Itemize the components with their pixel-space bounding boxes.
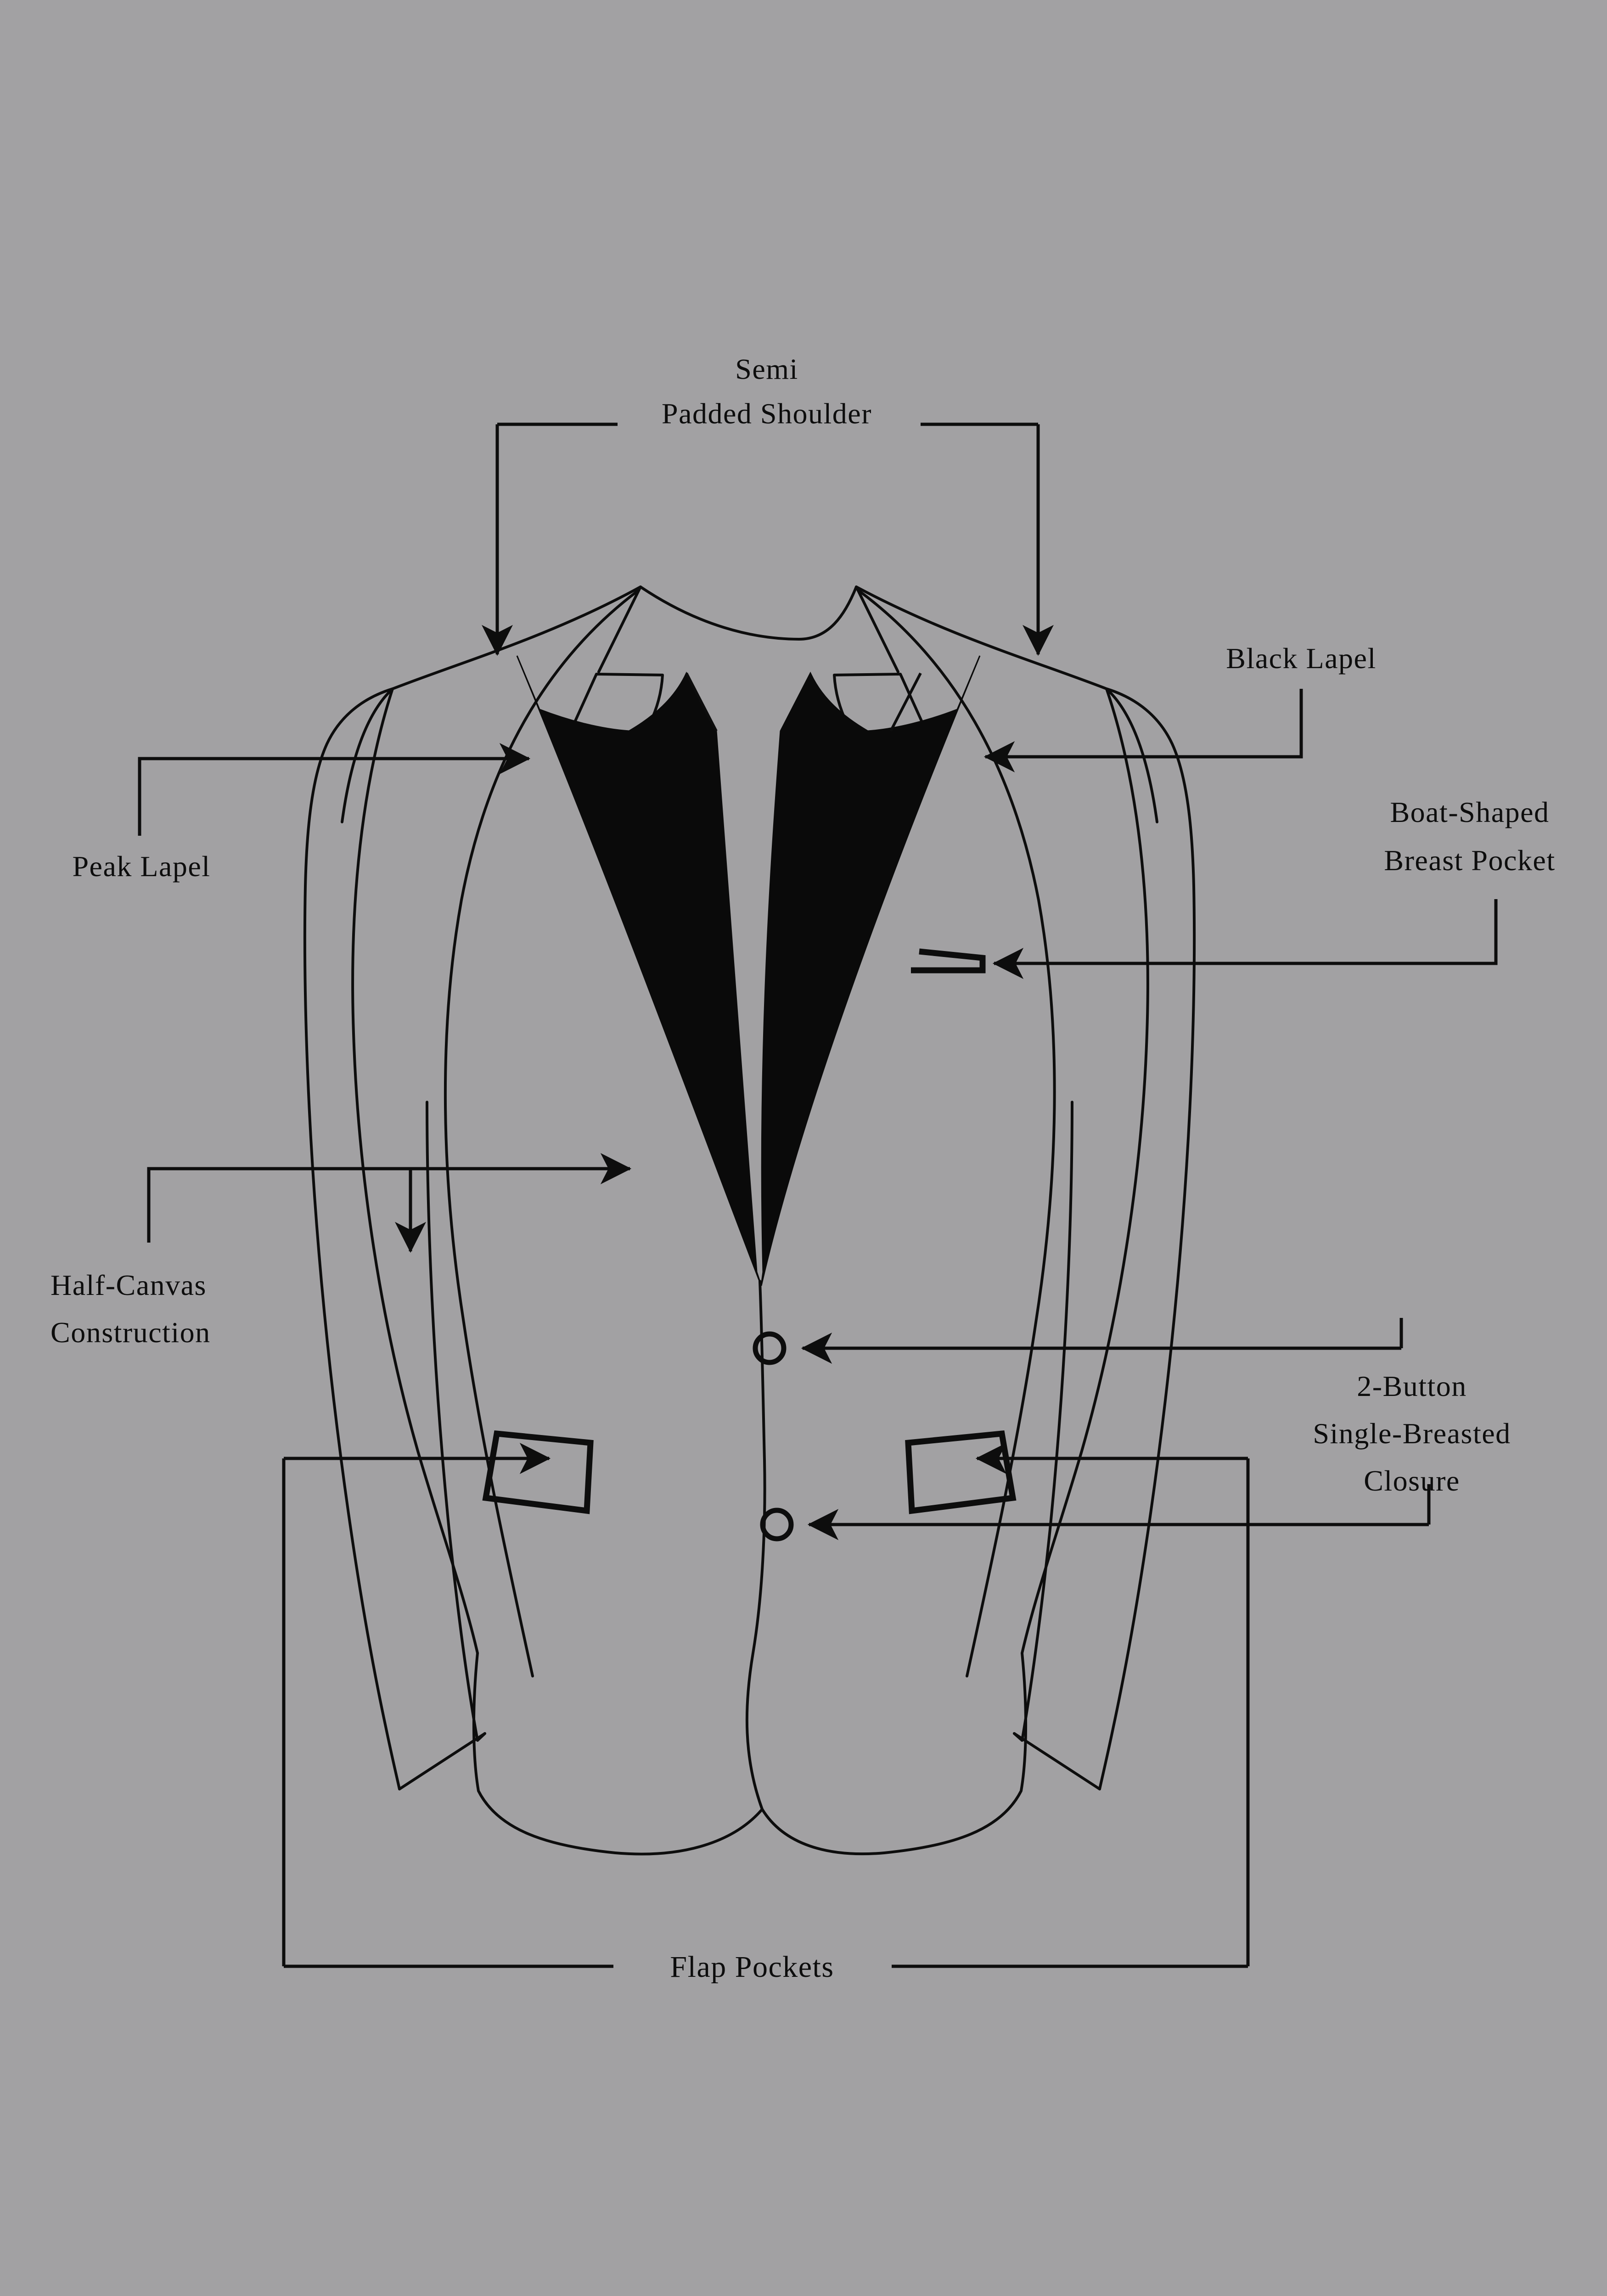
buttons [753,1331,794,1542]
breast-pocket-welt [911,948,986,974]
right-lapel-roll-line [889,672,922,732]
right-flap-pocket [905,1430,1017,1514]
right-shoulder-seam [855,585,899,673]
label-boat-shaped-breast-pocket-line1: Boat-Shaped [1390,796,1549,828]
callout-boat-shaped-breast-pocket[interactable] [992,899,1498,979]
label-half-canvas-construction-line1: Half-Canvas [51,1269,207,1301]
half-canvas-leader [147,1153,632,1243]
boat-shaped-breast-pocket [911,948,986,974]
lapel-edge-lines [685,672,922,732]
label-closure-line2: Single-Breasted [1313,1417,1511,1450]
left-peak-lapel [516,655,762,1286]
button-bottom [760,1508,794,1542]
left-cuff [398,1732,486,1790]
left-front-panel-outline [341,585,642,823]
left-sleeve-inner-seam [426,1101,479,1742]
label-boat-shaped-breast-pocket-line2: Breast Pocket [1384,844,1555,877]
left-flap-pocket [482,1430,594,1514]
callout-semi-padded-shoulder[interactable] [481,422,1054,656]
label-closure-line3: Closure [1364,1464,1460,1497]
callout-flap-pockets[interactable] [282,1442,1250,1968]
callout-two-button-single-breasted-closure[interactable] [801,1318,1431,1541]
peak-lapel-leader [138,743,531,836]
left-sleeve-cuff-edge [476,1732,486,1742]
callout-half-canvas-construction[interactable] [147,1153,632,1253]
back-neck-collar-curve [639,585,858,641]
black-lapels [516,655,981,1286]
right-cuff [1013,1732,1101,1790]
black-lapel-leader [983,689,1303,773]
left-sleeve-outer-seam [303,687,401,1790]
left-lapel-roll-line [685,672,718,732]
flap-pockets [482,1430,1017,1514]
right-sleeve-inner-seam [1021,1101,1073,1742]
callout-peak-lapel[interactable] [138,743,531,836]
label-flap-pockets: Flap Pockets [670,1950,834,1984]
center-front-seam [745,1280,766,1811]
label-peak-lapel: Peak Lapel [72,850,210,883]
left-armhole-seam [351,687,479,1654]
label-half-canvas-construction-line2: Construction [51,1316,211,1349]
right-sleeve-outer-seam [1098,687,1196,1790]
right-front-panel-outline [855,585,1158,823]
label-semi-padded-shoulder-line1: Semi [735,353,798,385]
right-sleeve-cuff-edge [1013,1732,1023,1742]
label-semi-padded-shoulder-line2: Padded Shoulder [662,397,872,430]
right-peak-lapel [760,655,981,1286]
callout-black-lapel[interactable] [983,689,1303,773]
label-black-lapel: Black Lapel [1226,642,1376,675]
jacket-illustration [303,585,1196,1856]
left-front-edge [472,1652,764,1856]
right-armhole-seam [1021,687,1149,1654]
label-closure-line1: 2-Button [1357,1370,1467,1402]
button-top [753,1331,787,1365]
right-front-edge [761,1652,1028,1856]
boat-pocket-leader [992,899,1498,979]
left-shoulder-seam [597,585,642,673]
